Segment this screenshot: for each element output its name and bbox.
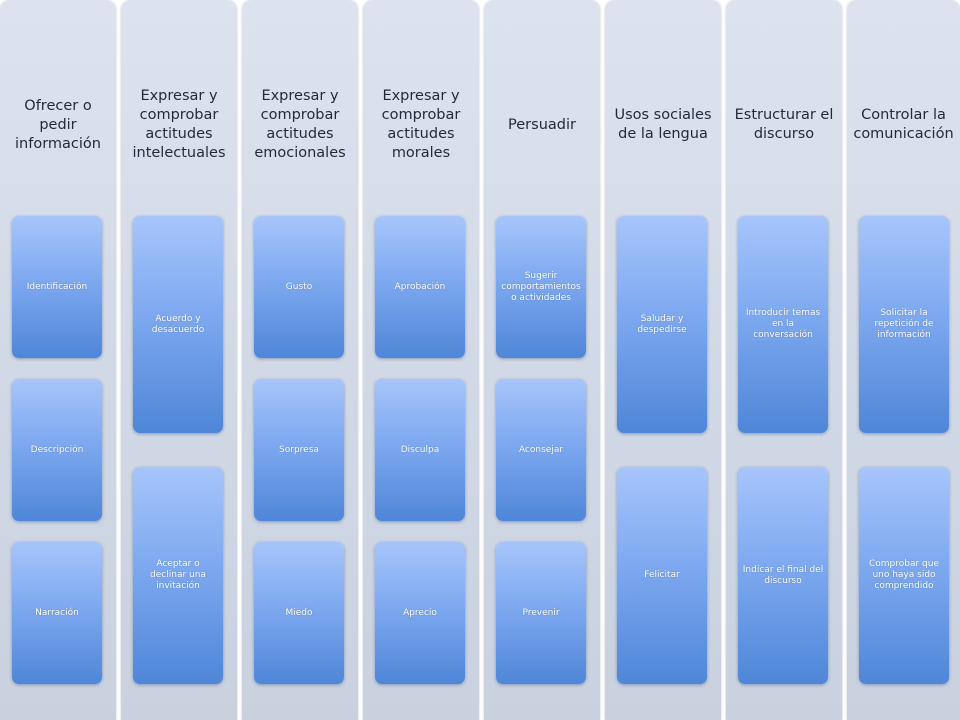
column-actitudes-morales: Expresar y comprobar actitudes morales A… bbox=[363, 0, 479, 720]
column-title: Ofrecer o pedir información bbox=[15, 97, 101, 152]
item-solicitar-repeticion: Solicitar la repetición de información bbox=[859, 216, 949, 433]
item-comprobar-comprendido: Comprobar que uno haya sido comprendido bbox=[859, 467, 949, 684]
column-title: Estructurar el discurso bbox=[734, 107, 834, 142]
column-estructurar-discurso: Estructurar el discurso Introducir temas… bbox=[726, 0, 842, 720]
item-aceptar-declinar-invitacion: Aceptar o declinar una invitación bbox=[133, 467, 223, 684]
item-prevenir: Prevenir bbox=[496, 542, 586, 684]
item-aprecio: Aprecio bbox=[375, 542, 465, 684]
item-narracion: Narración bbox=[12, 542, 102, 684]
item-disculpa: Disculpa bbox=[375, 379, 465, 521]
column-title: Expresar y comprobar actitudes intelectu… bbox=[132, 88, 226, 161]
item-felicitar: Felicitar bbox=[617, 467, 707, 684]
item-identificacion: Identificación bbox=[12, 216, 102, 358]
column-usos-sociales: Usos sociales de la lengua Saludar y des… bbox=[605, 0, 721, 720]
item-introducir-temas: Introducir temas en la conversación bbox=[738, 216, 828, 433]
column-title: Persuadir bbox=[508, 116, 576, 133]
column-persuadir: Persuadir Sugerir comportamientos o acti… bbox=[484, 0, 600, 720]
column-actitudes-emocionales: Expresar y comprobar actitudes emocional… bbox=[242, 0, 358, 720]
item-aconsejar: Aconsejar bbox=[496, 379, 586, 521]
item-indicar-final: Indicar el final del discurso bbox=[738, 467, 828, 684]
item-descripcion: Descripción bbox=[12, 379, 102, 521]
item-saludar-despedirse: Saludar y despedirse bbox=[617, 216, 707, 433]
item-miedo: Miedo bbox=[254, 542, 344, 684]
column-actitudes-intelectuales: Expresar y comprobar actitudes intelectu… bbox=[121, 0, 237, 720]
column-title: Expresar y comprobar actitudes emocional… bbox=[254, 88, 346, 161]
item-aprobacion: Aprobación bbox=[375, 216, 465, 358]
item-gusto: Gusto bbox=[254, 216, 344, 358]
column-controlar-comunicacion: Controlar la comunicación Solicitar la r… bbox=[847, 0, 960, 720]
column-title: Expresar y comprobar actitudes morales bbox=[381, 88, 461, 161]
column-ofrecer-pedir-informacion: Ofrecer o pedir información Identificaci… bbox=[0, 0, 116, 720]
item-sugerir-comportamientos: Sugerir comportamientos o actividades bbox=[496, 216, 586, 358]
item-acuerdo-desacuerdo: Acuerdo y desacuerdo bbox=[133, 216, 223, 433]
column-title: Usos sociales de la lengua bbox=[614, 107, 712, 142]
item-sorpresa: Sorpresa bbox=[254, 379, 344, 521]
column-title: Controlar la comunicación bbox=[853, 107, 954, 142]
